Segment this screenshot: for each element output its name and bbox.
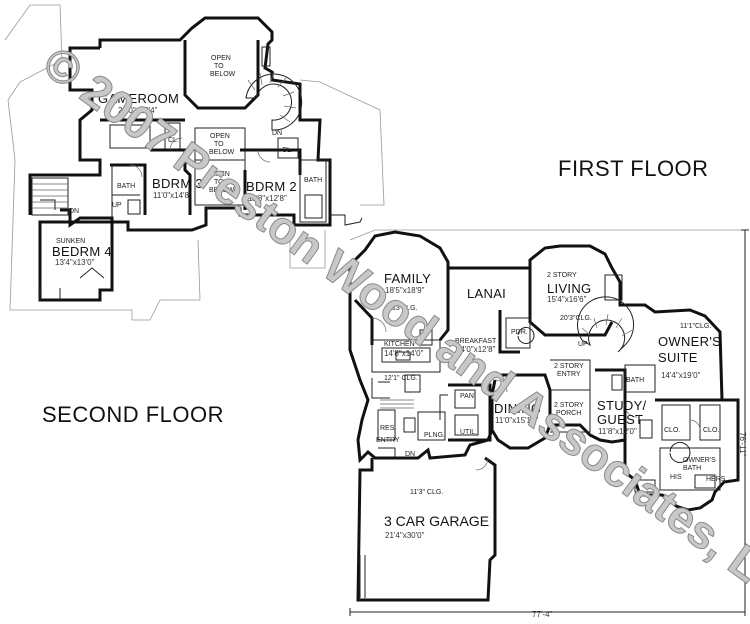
garage-clg: 11'3" CLG.	[410, 489, 443, 496]
cl-left: CL.	[168, 137, 179, 144]
dn-first: DN	[405, 451, 415, 458]
cl-right: CL.	[282, 147, 293, 154]
dining-dims: 11'0"x15'10"	[495, 416, 538, 425]
width-dimension: 77'-4"	[532, 610, 553, 619]
living-clg: 20'3"CLG.	[560, 315, 592, 322]
kitchen-label: KITCHEN	[384, 341, 415, 348]
res-label: RES.	[380, 425, 396, 432]
bdrm2-label: BDRM 2	[246, 179, 297, 194]
bath-upper-left: BATH	[117, 183, 135, 190]
depth-dimension: 76'-11"	[738, 432, 747, 456]
up-first: UP	[578, 341, 588, 348]
lanai-label: LANAI	[467, 286, 506, 301]
kitchen-clg: 12'1" CLG.	[384, 375, 418, 382]
bath-upper-right: BATH	[304, 177, 322, 184]
clo-left: CLO.	[664, 427, 680, 434]
open-to-below-mid: OPEN	[210, 133, 230, 140]
util-label: UTIL.	[460, 429, 477, 436]
up-upper: UP	[112, 202, 122, 209]
owners-bath-line1: OWNER'S	[683, 457, 716, 464]
open-to-below-upper: OPEN	[211, 55, 231, 62]
open-to-below-low-3: BELOW	[209, 187, 235, 194]
porch-label-line1: 2 STORY	[554, 402, 584, 409]
sunken-label: SUNKEN	[56, 238, 85, 245]
plng-label: PLNG.	[424, 432, 445, 439]
bdrm3-label: BDRM 3	[152, 176, 203, 191]
porch-label-line2: PORCH	[556, 410, 581, 417]
garage-label: 3 CAR GARAGE	[384, 513, 489, 529]
second-floor-title: SECOND FLOOR	[42, 402, 224, 427]
open-to-below-mid-3: BELOW	[209, 149, 235, 156]
study-label-line1: STUDY/	[597, 398, 647, 413]
owners-suite-clg: 11'1"CLG.	[680, 323, 711, 330]
kitchen-dims: 14'8"x14'0"	[384, 349, 424, 358]
first-floor-labels: FAMILY 18'5"x18'9" 13'CLG. LANAI 2 STORY…	[376, 271, 747, 619]
first-floor-plan	[348, 229, 749, 616]
owners-suite-line2: SUITE	[658, 350, 698, 365]
clo-right: CLO.	[703, 427, 719, 434]
owners-suite-line1: OWNER'S	[658, 334, 721, 349]
living-dims: 15'4"x16'6"	[547, 295, 587, 304]
open-to-below-upper-line3: BELOW	[210, 71, 236, 78]
dining-label: DINING	[494, 401, 541, 416]
breakfast-label: BREAKFAST	[455, 338, 497, 345]
study-dims: 11'8"x12'0"	[598, 427, 637, 436]
family-clg: 13'CLG.	[392, 305, 418, 312]
bdrm3-dims: 11'0"x14'8"	[153, 191, 192, 200]
bdrm2-dims: 11'8"x12'8"	[248, 194, 287, 203]
hers-label: HERS	[706, 476, 726, 483]
first-floor-title: FIRST FLOOR	[558, 156, 709, 181]
open-to-below-mid-2: TO	[214, 141, 224, 148]
bath-first: BATH	[626, 377, 644, 384]
entry-label-line2: ENTRY	[557, 371, 581, 378]
gameroom-label: GAMEROOM	[98, 91, 179, 106]
second-floor-labels: GAMEROOM 21'0"x22'4" OPEN TO BELOW OPEN …	[52, 55, 322, 267]
owners-suite-dims: 14'4"x19'0"	[661, 371, 701, 380]
open-to-below-low-2: TO	[214, 179, 224, 186]
his-label: HIS	[670, 474, 682, 481]
bdrm4-dims: 13'4"x13'0"	[55, 258, 95, 267]
family-dims: 18'5"x18'9"	[385, 286, 425, 295]
entry-label-line1: 2 STORY	[554, 363, 584, 370]
open-to-below-low: OPEN	[210, 171, 230, 178]
pdr-label: PDR.	[511, 329, 528, 336]
study-label-line2: GUEST	[597, 412, 643, 427]
garage-dims: 21'4"x30'0"	[385, 531, 425, 540]
bdrm4-label: BEDRM 4	[52, 244, 112, 259]
breakfast-dims: 14'0"x12'8"	[456, 345, 496, 354]
living-2story: 2 STORY	[547, 272, 577, 279]
dn-upper: DN	[69, 208, 79, 215]
family-label: FAMILY	[384, 271, 431, 286]
dn-upper-stair: DN	[272, 130, 282, 137]
second-floor-plan	[4, 4, 385, 321]
entry-small-label: ENTRY	[376, 437, 400, 444]
owners-bath-line2: BATH	[683, 465, 701, 472]
open-to-below-upper-line2: TO	[214, 63, 224, 70]
living-label: LIVING	[547, 281, 591, 296]
gameroom-dims: 21'0"x22'4"	[118, 106, 158, 115]
pan-label: PAN.	[460, 393, 476, 400]
